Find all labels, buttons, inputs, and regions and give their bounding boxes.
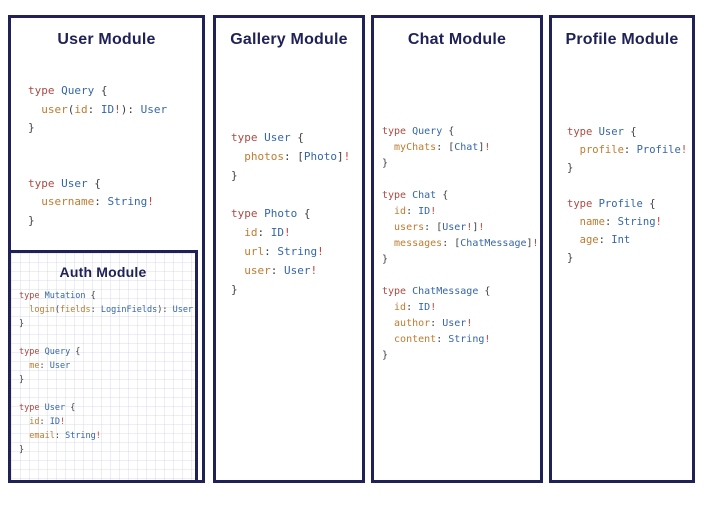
panel-chat-module: Chat Module type Query { myChats: [Chat]… — [371, 15, 543, 483]
code-line: name: String! — [567, 216, 662, 228]
user-module-title: User Module — [57, 31, 156, 48]
code-line: } — [382, 158, 389, 169]
panel-gallery-module: Gallery Module type User { photos: [Phot… — [213, 15, 365, 483]
gallery-module-code-block: type User { photos: [Photo]!} type Photo… — [231, 128, 362, 299]
gallery-module-title: Gallery Module — [230, 31, 348, 48]
code-line: } — [19, 319, 25, 329]
user-module-code-block: type Query { user(id: ID!): User} type U… — [28, 82, 202, 230]
chat-module-code-block: type Query { myChats: [Chat]!} type Chat… — [382, 124, 540, 364]
code-line — [19, 387, 195, 401]
code-line: type User { — [28, 176, 101, 190]
code-line: type Query { — [382, 126, 455, 137]
auth-module-title: Auth Module — [59, 264, 147, 280]
code-line: type User { — [231, 131, 304, 144]
panel-user-module: User Module type Query { user(id: ID!): … — [8, 15, 205, 483]
code-line: content: String! — [382, 334, 491, 345]
profile-module-code-block: type User { profile: Profile!} type Prof… — [567, 123, 692, 267]
code-line: type User { — [567, 126, 637, 138]
code-line: type User { — [19, 403, 76, 413]
code-line: id: ID! — [382, 206, 437, 217]
code-line: age: Int — [567, 234, 631, 246]
code-line: } — [19, 375, 25, 385]
code-line: profile: Profile! — [567, 144, 688, 156]
panel-profile-module: Profile Module type User { profile: Prof… — [549, 15, 695, 483]
code-line: type ChatMessage { — [382, 286, 491, 297]
code-line: username: String! — [28, 195, 154, 208]
code-line — [28, 138, 202, 157]
auth-module-code-block: type Mutation { login(fields: LoginField… — [19, 289, 195, 457]
code-line: } — [567, 162, 574, 174]
code-line — [567, 177, 692, 195]
code-line: login(fields: LoginFields): User — [19, 305, 194, 315]
code-line: type Chat { — [382, 190, 449, 201]
code-line: } — [28, 213, 35, 227]
code-line: } — [382, 350, 389, 361]
code-line: url: String! — [231, 245, 324, 258]
code-line: me: User — [19, 361, 71, 371]
code-line — [28, 156, 202, 175]
code-line: type Query { — [28, 84, 108, 97]
profile-module-title: Profile Module — [565, 31, 679, 48]
code-line: id: ID! — [19, 417, 66, 427]
code-line: } — [19, 445, 25, 455]
code-line: } — [567, 252, 574, 264]
code-line: messages: [ChatMessage]! — [382, 238, 539, 249]
code-line: } — [382, 254, 389, 265]
code-line: email: String! — [19, 431, 101, 441]
panel-auth-module: Auth Module type Mutation { login(fields… — [8, 250, 198, 483]
code-line: type Photo { — [231, 207, 311, 220]
code-line: author: User! — [382, 318, 473, 329]
code-line: type Profile { — [567, 198, 656, 210]
code-line: myChats: [Chat]! — [382, 142, 491, 153]
code-line: user(id: ID!): User — [28, 102, 168, 116]
code-line: } — [231, 169, 238, 182]
code-line: users: [User!]! — [382, 222, 485, 233]
code-line: user: User! — [231, 264, 318, 277]
code-line: } — [28, 121, 35, 134]
code-line: } — [231, 283, 238, 296]
code-line — [19, 331, 195, 345]
code-line: type Mutation { — [19, 291, 96, 301]
chat-module-title: Chat Module — [407, 31, 507, 48]
code-line: type Query { — [19, 347, 81, 357]
code-line: id: ID! — [382, 302, 437, 313]
code-line: photos: [Photo]! — [231, 150, 351, 163]
code-line — [382, 268, 540, 284]
code-line: id: ID! — [231, 226, 291, 239]
code-line — [231, 185, 362, 204]
code-line — [382, 172, 540, 188]
